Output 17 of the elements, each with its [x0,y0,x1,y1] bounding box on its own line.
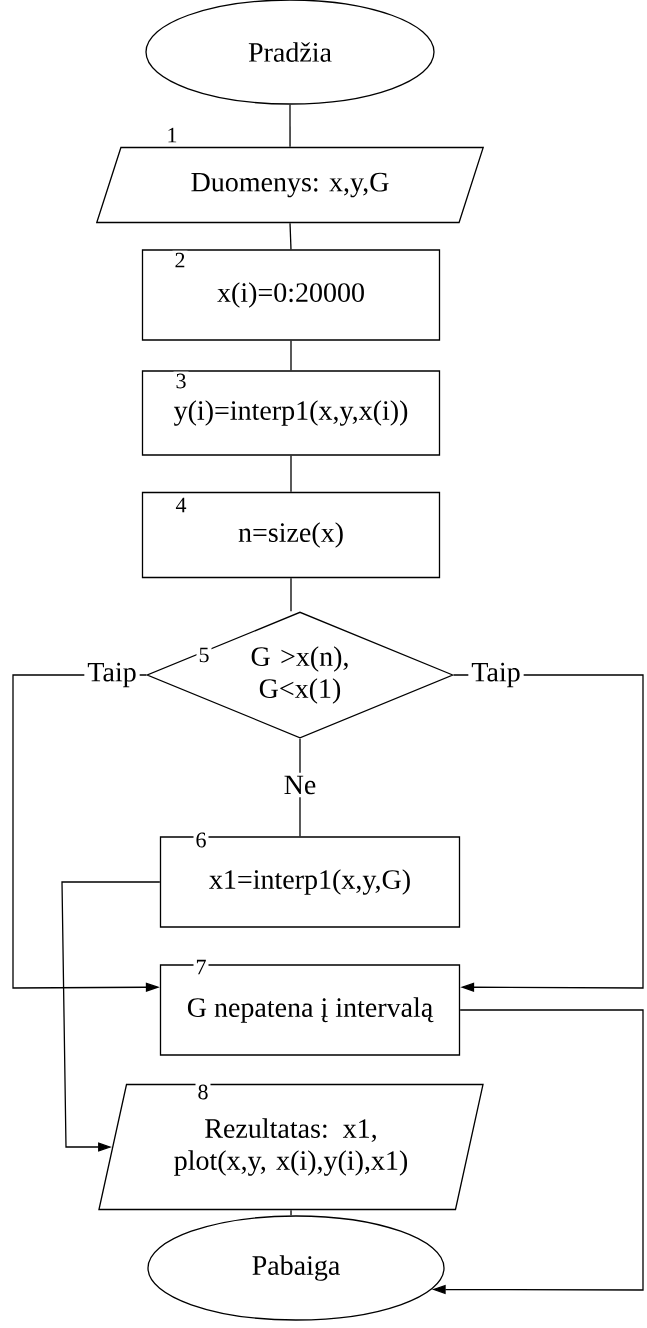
connector [290,340,292,371]
connector [290,455,292,493]
connector [290,1209,292,1216]
block-number: 7 [193,957,209,977]
edge-label: Taip [468,659,524,691]
connector [289,104,291,148]
block-number: 8 [195,1082,211,1102]
block-number: 4 [173,495,189,515]
edge-label: Taip [84,659,140,691]
block-number: 1 [164,125,180,145]
edge-label: Ne [280,772,320,798]
block-number: 6 [193,830,209,850]
connector [61,881,161,1152]
connector [453,674,644,992]
connector [290,577,292,612]
block-number: 5 [196,645,212,665]
connector [289,222,292,250]
